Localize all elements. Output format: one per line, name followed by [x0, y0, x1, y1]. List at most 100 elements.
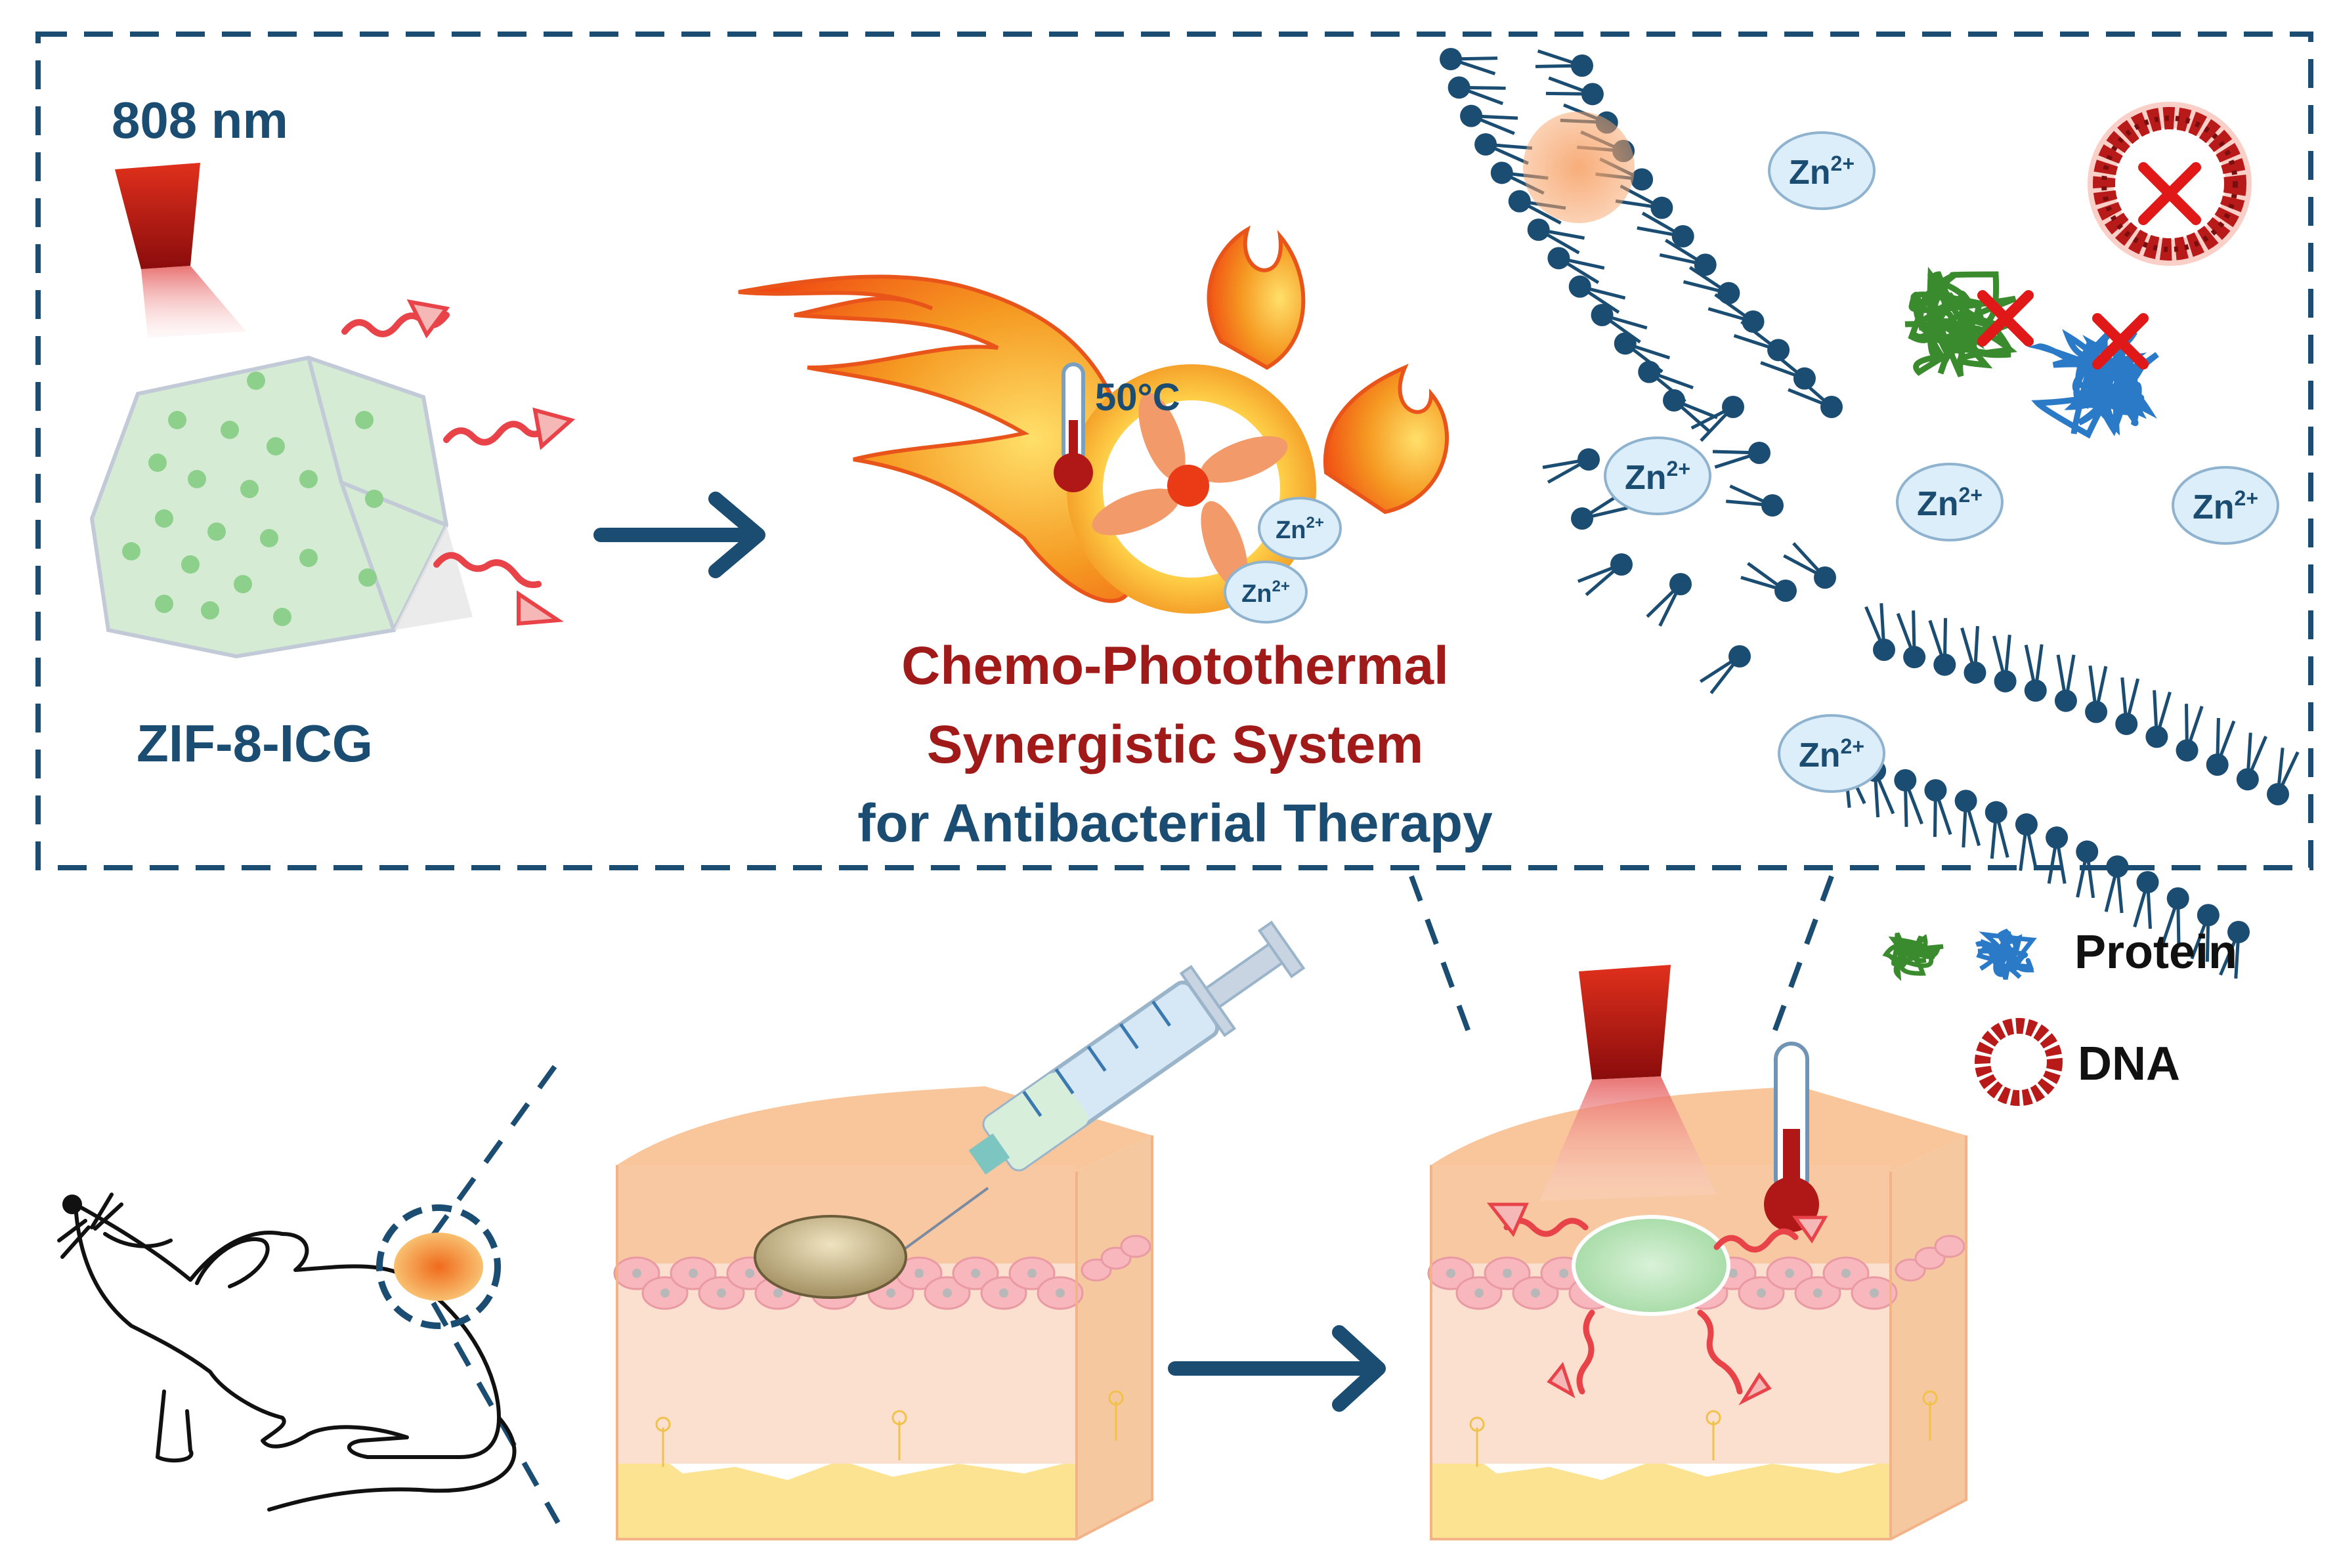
lipid-molecule	[1726, 484, 1784, 517]
lipid-molecule	[2133, 871, 2159, 929]
skin-cell	[1037, 1276, 1084, 1310]
lipid-molecule	[1474, 133, 1533, 165]
lipid-molecule	[2015, 813, 2038, 871]
lipid-molecule	[2267, 748, 2300, 805]
lipid-molecule	[2046, 826, 2069, 884]
temperature-label: 50°C	[1095, 376, 1180, 419]
svg-text:Zn2+: Zn2+	[1241, 578, 1290, 608]
zn-ion-badge: Zn2+	[1604, 436, 1711, 515]
tissue-heat-waves	[1486, 1202, 1828, 1406]
lipid-molecule	[1614, 332, 1671, 373]
lipid-molecule	[1924, 779, 1952, 837]
treatment-thermometer-icon	[1764, 1042, 1819, 1232]
lipid-molecule	[2024, 644, 2047, 702]
nanoparticle-label: ZIF-8-ICG	[137, 714, 373, 773]
zn-base: Zn	[1276, 517, 1306, 544]
lipid-molecule	[1527, 219, 1585, 255]
skin-cell	[670, 1256, 717, 1290]
lipid-molecule	[2054, 654, 2077, 712]
laser-icon	[115, 163, 246, 338]
flaming-particle	[738, 225, 1449, 614]
zn-ion-badge: Zn2+	[1778, 714, 1885, 793]
zn-charge: 2+	[1306, 514, 1324, 532]
membrane-hotspot	[1523, 112, 1635, 223]
syringe-icon	[901, 920, 1306, 1252]
skin-cell	[698, 1276, 745, 1310]
legend-dna-icon	[1975, 1018, 2063, 1106]
hydrogel-deposit	[754, 1215, 907, 1299]
lipid-molecule	[1712, 442, 1770, 469]
svg-text:Zn2+: Zn2+	[1276, 514, 1324, 544]
lipid-molecule	[1545, 76, 1604, 106]
bacterial-membrane	[1440, 48, 2300, 979]
skin-cell	[980, 1276, 1027, 1310]
lipid-molecule	[2104, 855, 2129, 914]
skin-cell	[613, 1256, 660, 1290]
lipid-molecule	[2236, 732, 2267, 791]
skin-cell	[1851, 1276, 1898, 1310]
process-arrow-top	[593, 492, 765, 578]
svg-text:Zn2+: Zn2+	[1917, 483, 1983, 523]
lipid-molecule	[1894, 769, 1923, 827]
lipid-molecule	[2145, 690, 2172, 748]
skin-cell	[1008, 1256, 1056, 1290]
title-line-3: for Antibacterial Therapy	[857, 794, 1493, 853]
lipid-molecule	[1985, 801, 2009, 859]
zif8-nanoparticle	[89, 355, 473, 659]
legend: Protein DNA	[1882, 926, 2237, 1106]
svg-text:Zn2+: Zn2+	[1789, 152, 1855, 192]
lipid-molecule	[1740, 562, 1797, 602]
protein-clusters-damaged	[1904, 266, 2159, 439]
skin-cell	[1794, 1276, 1841, 1310]
skin-cell	[924, 1276, 971, 1310]
legend-protein-label: Protein	[2074, 926, 2237, 979]
skin-cell	[641, 1276, 689, 1310]
lipid-molecule	[2206, 717, 2236, 776]
skin-cell	[1738, 1276, 1785, 1310]
zn-ion-badge: Zn2+	[1896, 463, 2004, 541]
lipid-molecule	[1440, 48, 1498, 75]
zn-ion-badge-ring-2: Zn2+	[1224, 561, 1308, 624]
mouse-drawing	[57, 1193, 517, 1512]
system-title: Chemo-Photothermal Synergistic System fo…	[857, 636, 1493, 853]
lipid-molecule	[1646, 573, 1692, 627]
lipid-molecule	[1788, 375, 1843, 418]
skin-cell	[1455, 1276, 1503, 1310]
skin-cell	[952, 1256, 999, 1290]
skin-cell	[1427, 1256, 1474, 1290]
lipid-molecule	[1542, 448, 1600, 484]
mouse-wound	[394, 1233, 483, 1301]
panel-frame	[35, 32, 2313, 870]
treatment-laser-icon	[1539, 965, 1717, 1201]
lipid-molecule	[2115, 677, 2140, 735]
lipid-molecule	[1690, 396, 1744, 442]
skin-tissue-injection	[613, 1086, 1153, 1540]
title-line-2: Synergistic System	[927, 715, 1424, 774]
zn-ion-badge-ring-1: Zn2+	[1258, 497, 1342, 560]
lipid-molecule	[1460, 104, 1518, 135]
svg-text:Zn2+: Zn2+	[1799, 734, 1864, 774]
lipid-molecule	[2176, 704, 2204, 762]
lipid-molecule	[1659, 238, 1717, 276]
lipid-molecule	[1577, 553, 1633, 597]
svg-text:Zn2+: Zn2+	[1625, 457, 1690, 497]
lipid-molecule	[1954, 790, 1981, 848]
lipid-molecule	[1547, 247, 1605, 284]
lipid-molecule	[1928, 618, 1956, 676]
lipid-molecule	[1783, 541, 1836, 589]
lipid-molecule	[1733, 320, 1790, 362]
lipid-molecule	[2219, 921, 2250, 979]
lipid-molecule	[1568, 275, 1626, 314]
skin-cell	[1766, 1256, 1813, 1290]
process-arrow-bottom	[1168, 1325, 1386, 1412]
skin-cell	[1822, 1256, 1870, 1290]
legend-dna-label: DNA	[2078, 1038, 2180, 1090]
zn-ion-badge: Zn2+	[2172, 466, 2279, 545]
title-line-1: Chemo-Photothermal	[901, 636, 1449, 696]
hydrogel-activated	[1572, 1215, 1730, 1316]
lipid-molecule	[1960, 625, 1986, 684]
laser-wavelength-label: 808 nm	[112, 91, 288, 149]
lipid-molecule	[1448, 76, 1506, 106]
lipid-molecule	[1864, 603, 1895, 661]
